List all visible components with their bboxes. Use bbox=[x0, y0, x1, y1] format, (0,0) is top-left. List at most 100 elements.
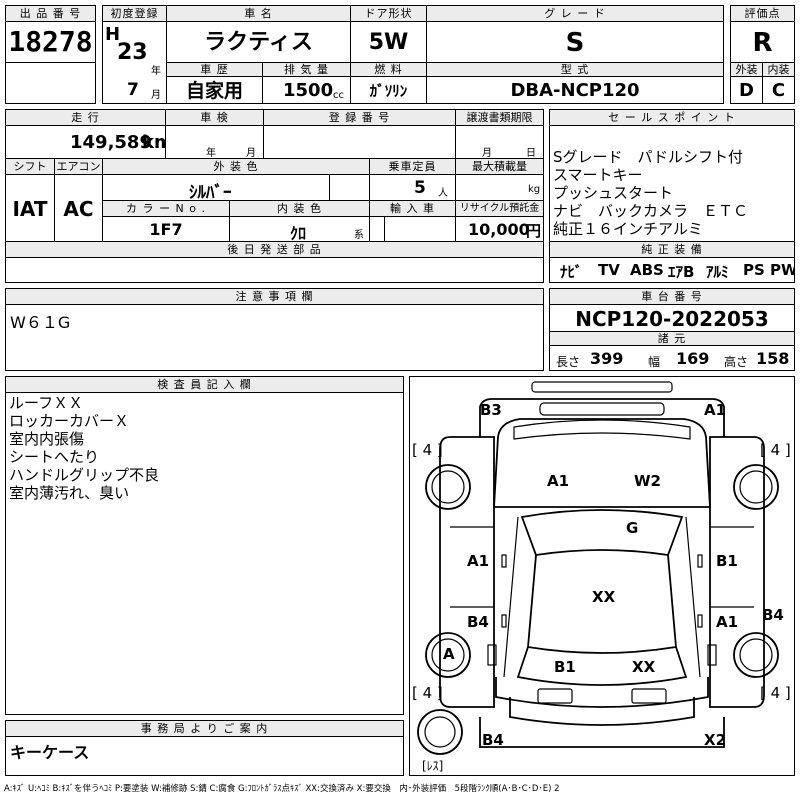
max-load-unit: kg bbox=[528, 184, 541, 195]
car-name: ラクティス bbox=[166, 21, 351, 63]
lot-number: 18278 bbox=[5, 21, 96, 63]
height: 158 bbox=[756, 349, 790, 368]
damage-mark: A bbox=[443, 645, 455, 663]
color-no: 1F7 bbox=[102, 216, 230, 242]
import-box bbox=[369, 216, 456, 242]
notes-text: W６１G bbox=[10, 313, 71, 332]
recycle-box: 10,000 円 bbox=[455, 216, 544, 242]
score: R bbox=[730, 21, 795, 63]
capacity-unit: 人 bbox=[438, 188, 448, 199]
damage-mark: A1 bbox=[716, 613, 739, 631]
equipment-tv: TV bbox=[598, 261, 620, 279]
damage-mark: W2 bbox=[634, 472, 661, 490]
history-label: 車 歴 bbox=[166, 62, 263, 77]
shift: IAT bbox=[5, 174, 55, 242]
tire-tread-front-left: [ 4 ] bbox=[412, 441, 443, 459]
interior-color-suffix: 系 bbox=[354, 230, 364, 241]
chassis-label: 車 台 番 号 bbox=[549, 288, 795, 305]
interior-color-label: 内 装 色 bbox=[229, 200, 370, 217]
inspection-year-unit: 年 bbox=[206, 148, 216, 159]
mileage-label: 走 行 bbox=[5, 109, 166, 126]
import-label: 輸 入 車 bbox=[369, 200, 456, 217]
sales-point: プッシュスタート bbox=[553, 184, 674, 202]
inspection-month-unit: 月 bbox=[246, 148, 256, 159]
interior-color: ｸﾛ bbox=[290, 224, 307, 242]
inspector-line: 室内薄汚れ、臭い bbox=[9, 484, 130, 502]
inspection-box: 年 月 bbox=[165, 125, 264, 159]
length-label: 長さ bbox=[556, 355, 581, 369]
inspector-line: 室内内張傷 bbox=[9, 430, 85, 448]
year-unit: 年 bbox=[151, 66, 161, 77]
spare-tire-label: [ﾚｽ] bbox=[422, 759, 444, 773]
color-label: 外 装 色 bbox=[102, 158, 370, 175]
spec-box: 長さ 399 幅 169 高さ 158 bbox=[549, 345, 795, 371]
recycle: 10,000 bbox=[468, 220, 530, 239]
lot-number-label: 出 品 番 号 bbox=[5, 5, 96, 22]
exterior-label: 外装 bbox=[730, 62, 763, 77]
office-box: キーケース bbox=[5, 736, 404, 776]
equipment-airbag: ｴｱB bbox=[668, 263, 695, 281]
fuel: ｶﾞｿﾘﾝ bbox=[350, 76, 427, 104]
equipment-abs: ABS bbox=[630, 261, 664, 279]
office-text: キーケース bbox=[10, 743, 90, 762]
damage-mark: A1 bbox=[704, 401, 727, 419]
reg-number-label: 登 録 番 号 bbox=[263, 109, 456, 126]
lot-blank bbox=[5, 62, 96, 104]
reg-year: 23 bbox=[117, 40, 148, 65]
length: 399 bbox=[590, 349, 624, 368]
model: DBA-NCP120 bbox=[426, 76, 724, 104]
mileage-box: 149,589 km bbox=[5, 125, 166, 159]
car-outline bbox=[417, 381, 779, 755]
color-no-label: カ ラ ー N o . bbox=[102, 200, 230, 217]
equipment-pw: PW bbox=[770, 261, 795, 279]
door-label: ドア形状 bbox=[350, 5, 427, 22]
ac: AC bbox=[54, 174, 103, 242]
car-name-label: 車 名 bbox=[166, 5, 351, 22]
capacity-box: 5 人 bbox=[369, 174, 456, 201]
notes-label: 注 意 事 項 欄 bbox=[5, 288, 544, 305]
sales-points-label: セ ー ル ス ポ イ ン ト bbox=[549, 109, 795, 126]
displacement-box: 1500 cc bbox=[262, 76, 351, 104]
interior-label: 内装 bbox=[762, 62, 795, 77]
mileage: 149,589 bbox=[70, 132, 152, 153]
exterior-score: D bbox=[730, 76, 763, 104]
inspector-box: ルーフＸＸ ロッカーカバーＸ 室内内張傷 シートへたり ハンドルグリップ不良 室… bbox=[5, 392, 404, 715]
damage-mark: XX bbox=[592, 588, 616, 606]
tire-tread-rear-right: [ 4 ] bbox=[760, 684, 791, 702]
history: 自家用 bbox=[166, 76, 263, 104]
spec-label: 諸 元 bbox=[549, 331, 795, 346]
shift-label: シフト bbox=[5, 158, 55, 175]
damage-diagram: B3 A1 A1 W2 G A1 B1 XX B4 A1 B4 A B1 XX … bbox=[409, 376, 795, 776]
score-label: 評価点 bbox=[730, 5, 795, 22]
inspector-line: シートへたり bbox=[9, 448, 100, 466]
later-parts-label: 後 日 発 送 部 品 bbox=[5, 241, 544, 258]
equipment-alloy: ｱﾙﾐ bbox=[706, 263, 729, 281]
equipment-navi: ﾅﾋﾞ bbox=[560, 263, 583, 281]
sales-point: スマートキー bbox=[553, 166, 643, 184]
equipment-box: ﾅﾋﾞ TV ABS ｴｱB ｱﾙﾐ PS PW bbox=[549, 257, 795, 283]
inspector-label: 検 査 員 記 入 欄 bbox=[5, 376, 404, 393]
damage-mark: B3 bbox=[480, 401, 502, 419]
interior-score: C bbox=[762, 76, 795, 104]
displacement: 1500 bbox=[283, 80, 334, 101]
reg-number-box bbox=[263, 125, 456, 159]
transfer-month-unit: 月 bbox=[482, 148, 492, 159]
transfer-label: 譲渡書類期限 bbox=[455, 109, 544, 126]
max-load-label: 最大積載量 bbox=[455, 158, 544, 175]
grade-label: グ レ ー ド bbox=[426, 5, 724, 22]
chassis-number: NCP120-2022053 bbox=[549, 304, 795, 332]
inspector-line: ハンドルグリップ不良 bbox=[9, 466, 160, 484]
equipment-ps: PS bbox=[743, 261, 765, 279]
width-label: 幅 bbox=[648, 355, 661, 369]
month-unit: 月 bbox=[151, 90, 161, 101]
era: H bbox=[105, 24, 121, 45]
displacement-unit: cc bbox=[333, 90, 344, 101]
damage-mark: XX bbox=[632, 658, 656, 676]
notes-box: W６１G bbox=[5, 304, 544, 371]
displacement-label: 排 気 量 bbox=[262, 62, 351, 77]
ac-label: エアコン bbox=[54, 158, 103, 175]
equipment-label: 純 正 装 備 bbox=[549, 241, 795, 258]
inspection-label: 車 検 bbox=[165, 109, 264, 126]
later-parts-box bbox=[5, 257, 544, 283]
damage-mark: A1 bbox=[547, 472, 570, 490]
